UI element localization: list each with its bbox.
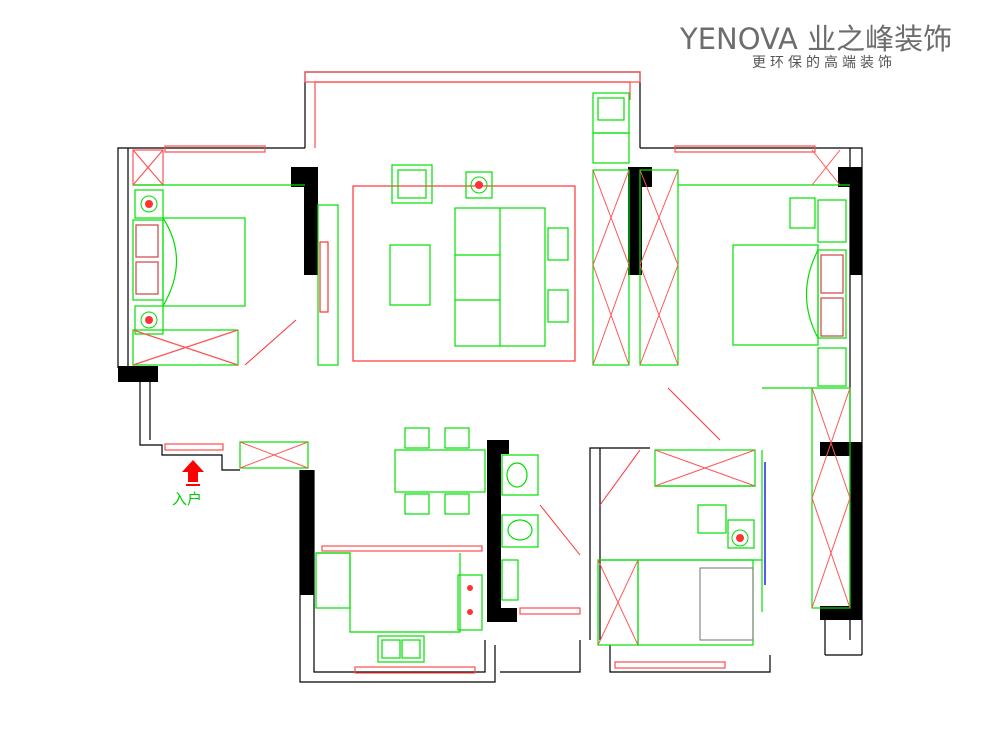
dining-area: [394, 427, 486, 515]
left-bedroom-door: [244, 319, 297, 366]
entry-arrow-icon: [182, 460, 204, 486]
left-bedroom-lamps: [145, 200, 153, 324]
bathroom: [501, 454, 539, 601]
entry-label: 入户: [172, 490, 203, 508]
bathroom-door: [539, 449, 641, 556]
master-bedroom-door: [667, 387, 721, 441]
brand-name: YENOVA 业之峰装饰: [680, 22, 953, 56]
living-room: [317, 164, 576, 366]
kitchen-shelving: [592, 92, 679, 366]
wall-columns: [118, 167, 862, 622]
brand-tagline: 更环保的高端装饰: [752, 55, 896, 71]
left-bedroom-furniture: [132, 149, 305, 366]
master-bedroom: [678, 184, 851, 609]
brand-logo: YENOVA 业之峰装饰 更环保的高端装饰: [660, 14, 1000, 74]
kitchen: [315, 552, 483, 663]
windows: [164, 71, 816, 674]
entry-cabinet: [239, 441, 309, 469]
second-bedroom: [597, 449, 763, 646]
